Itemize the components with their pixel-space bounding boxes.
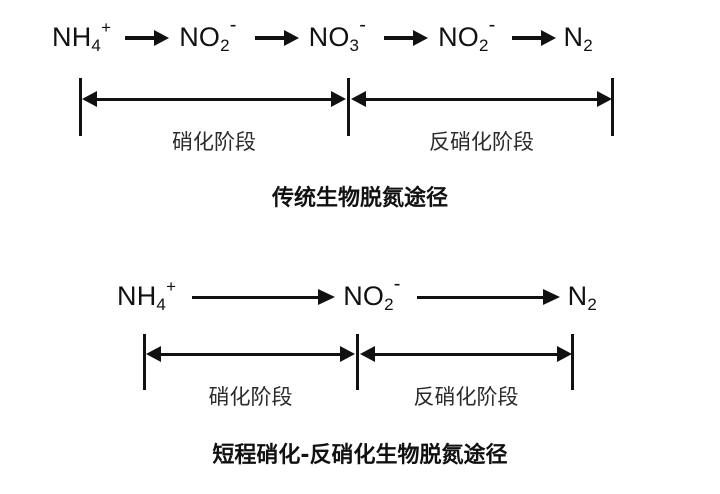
reaction-arrow-icon: [254, 28, 299, 48]
stage-label-denitrification: 反硝化阶段: [413, 385, 519, 409]
stage-span-nitrification: [146, 345, 355, 363]
stage-tick-left: [79, 78, 82, 136]
reaction-arrow-icon: [416, 287, 560, 307]
species-nh4-plus: NH4+: [52, 18, 112, 55]
stage-label-nitrification: 硝化阶段: [172, 130, 256, 154]
stage-tick-middle: [356, 334, 359, 390]
stage-tick-left: [143, 334, 146, 390]
stage-tick-middle: [347, 78, 350, 136]
diagram-caption-traditional: 传统生物脱氮途径: [271, 186, 448, 211]
stage-label-nitrification: 硝化阶段: [208, 385, 293, 409]
reaction-arrow-icon: [125, 28, 170, 48]
formula-row-shortcut: NH4+ NO2- N2: [117, 273, 597, 314]
stage-span-nitrification: [82, 90, 346, 108]
formula-row-traditional: NH4+ NO2- NO3- NO2- N2: [52, 14, 593, 55]
species-n2: N2: [567, 281, 597, 314]
reaction-arrow-icon: [384, 28, 429, 48]
stage-span-denitrification: [360, 345, 572, 363]
stage-tick-right: [571, 334, 574, 390]
diagram-caption-shortcut: 短程硝化-反硝化生物脱氮途径: [212, 443, 508, 468]
species-no3-minus: NO3-: [308, 14, 367, 55]
reaction-arrow-icon: [192, 287, 336, 307]
species-no2-minus: NO2-: [343, 273, 401, 314]
species-nh4-plus: NH4+: [117, 277, 177, 314]
reaction-arrow-icon: [511, 28, 556, 48]
stage-label-denitrification: 反硝化阶段: [429, 130, 534, 154]
species-no2-minus-2: NO2-: [438, 14, 496, 55]
stage-span-denitrification: [351, 90, 612, 108]
stage-tick-right: [611, 78, 614, 136]
species-no2-minus-1: NO2-: [179, 14, 237, 55]
species-n2: N2: [563, 22, 593, 55]
